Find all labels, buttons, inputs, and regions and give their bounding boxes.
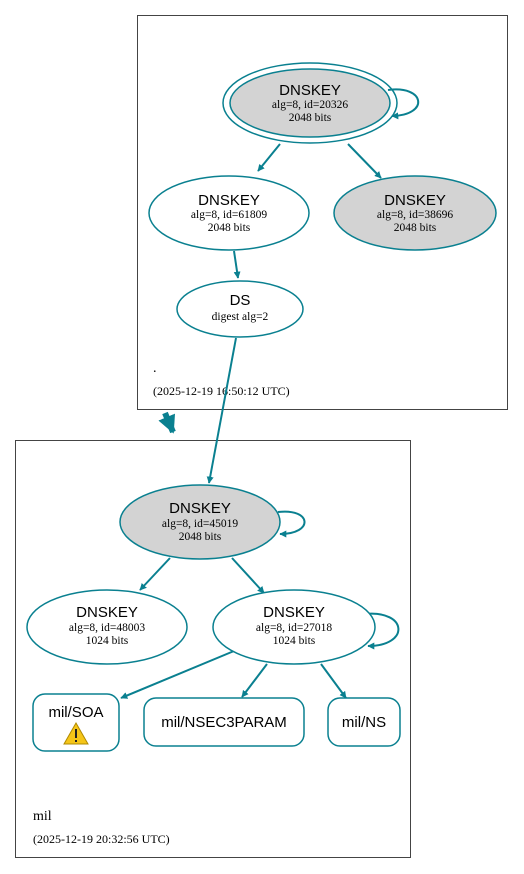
node-root-zsk2: DNSKEY alg=8, id=38696 2048 bits [333,175,497,251]
node-root-ksk-title: DNSKEY [279,82,341,99]
edge-zsk-ns [320,663,347,699]
edge-root-ksk-zsk1 [257,143,281,172]
node-root-ksk-sub1: alg=8, id=20326 [272,99,348,111]
node-mil-ksk-sub1: alg=8, id=45019 [162,518,238,530]
edge-root-ksk-self [387,88,420,120]
zone-root-timestamp: (2025-12-19 16:50:12 UTC) [153,384,290,398]
zone-mil-timestamp: (2025-12-19 20:32:56 UTC) [33,832,170,846]
node-mil-zsk-title: DNSKEY [263,604,325,621]
edge-root-ksk-zsk2 [347,143,382,179]
node-mil-ns-title: mil/NS [342,714,386,731]
edge-ds-mil-ksk [206,337,237,484]
node-mil-nsec3param: mil/NSEC3PARAM [143,697,305,747]
zone-root: . (2025-12-19 16:50:12 UTC) [137,15,508,410]
node-mil-zsk: DNSKEY alg=8, id=27018 1024 bits [212,589,376,665]
node-mil-key1-sub1: alg=8, id=48003 [69,622,145,634]
node-mil-zsk-sub2: 1024 bits [273,635,316,647]
edge-mil-ksk-self [277,510,306,538]
node-mil-soa: mil/SOA [32,693,120,752]
node-root-zsk2-title: DNSKEY [384,192,446,209]
node-ds-title: DS [230,292,251,309]
edge-zsk-nsec3param [241,663,268,698]
node-root-zsk1-title: DNSKEY [198,192,260,209]
node-root-zsk2-sub1: alg=8, id=38696 [377,209,453,221]
node-mil-zsk-sub1: alg=8, id=27018 [256,622,332,634]
node-ds-sub1: digest alg=2 [212,311,269,323]
edge-mil-zsk-self [364,612,400,650]
node-root-zsk2-sub2: 2048 bits [394,222,437,234]
zone-mil-label: mil [33,809,52,824]
node-root-ksk: DNSKEY alg=8, id=20326 2048 bits [222,62,398,144]
warning-icon [63,721,89,745]
node-mil-key1: DNSKEY alg=8, id=48003 1024 bits [26,589,188,665]
node-mil-key1-title: DNSKEY [76,604,138,621]
node-mil-ksk-sub2: 2048 bits [179,531,222,543]
node-root-ksk-sub2: 2048 bits [289,112,332,124]
node-mil-ns: mil/NS [327,697,401,747]
node-mil-soa-title: mil/SOA [48,704,103,721]
edges [120,88,420,699]
zone-mil: mil (2025-12-19 20:32:56 UTC) [15,440,411,858]
node-root-zsk1: DNSKEY alg=8, id=61809 2048 bits [148,175,310,251]
node-root-zsk1-sub2: 2048 bits [208,222,251,234]
edge-mil-ksk-zsk [231,557,265,594]
node-mil-ksk-title: DNSKEY [169,500,231,517]
edge-mil-ksk-key1 [139,557,171,591]
delegation-arrow [158,411,176,434]
node-mil-nsec3param-title: mil/NSEC3PARAM [161,714,287,731]
node-root-zsk1-sub1: alg=8, id=61809 [191,209,267,221]
node-mil-key1-sub2: 1024 bits [86,635,129,647]
edge-zsk-soa [120,650,235,699]
edge-zsk1-ds [233,250,241,279]
node-mil-ksk: DNSKEY alg=8, id=45019 2048 bits [119,484,281,560]
zone-root-label: . [153,361,157,376]
node-ds: DS digest alg=2 [176,280,304,338]
